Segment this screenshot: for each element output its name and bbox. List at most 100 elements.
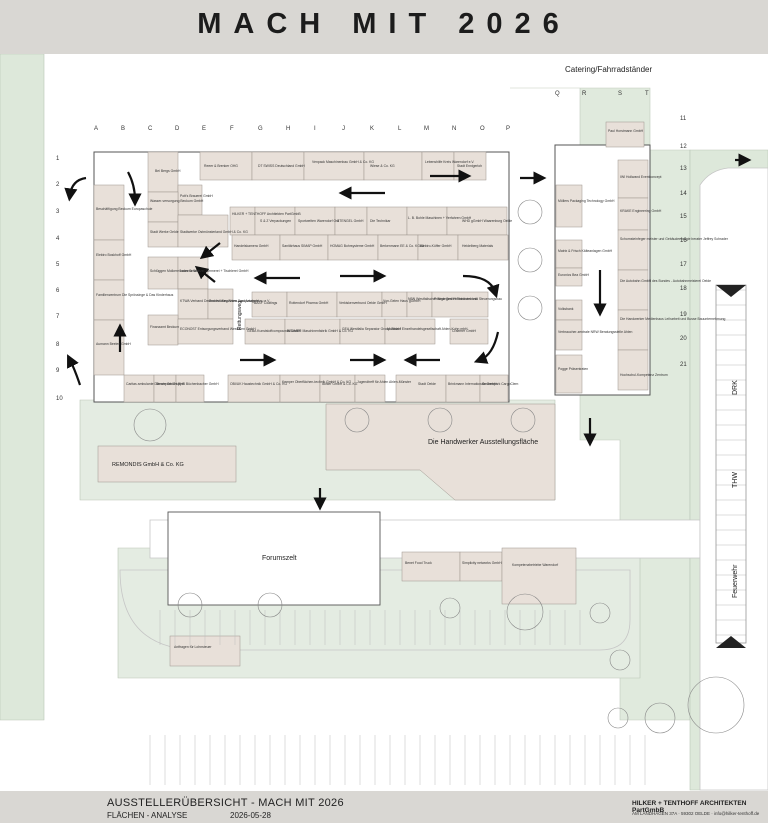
stand-label: Hochschul-Kompetenz Zentrum: [620, 373, 668, 377]
stand-label: Volksbank: [558, 307, 574, 311]
row-label: 20: [680, 336, 687, 342]
stand-label: Kemper Oberflächen-technik GmbH & Co. KG: [282, 380, 352, 384]
stand-label: GEBA Kunststoffcompounds GmbH: [247, 329, 301, 333]
stand-label: Von-Gelen Haus gGmbH: [383, 299, 421, 303]
stand-label: Möllers Packaging Technology GmbH: [558, 199, 615, 203]
lane-marker-top: [716, 285, 746, 297]
stand-label: IWI Hollwand Eventconcept: [620, 175, 662, 179]
row-label: 4: [56, 236, 60, 242]
stand-label: Beschäftigung Beckum Europaschule: [96, 207, 152, 211]
row-label: 17: [680, 262, 687, 268]
footer-subtitle: FLÄCHEN - ANALYSE: [107, 811, 188, 820]
stand-label: HILKER + TENTHOFF Architekten PartGmbB: [232, 212, 301, 216]
stand-label: Aumann Beelen GmbH: [96, 342, 131, 346]
stand-label: döhler GmbH & Co. KG: [322, 382, 358, 386]
row-label: 14: [680, 191, 687, 197]
handwerker-label: Die Handwerker Ausstellungsfläche: [428, 439, 538, 446]
grid-columns: A B C D E F G H I J K L M N O P Q R S T: [94, 91, 649, 132]
stand-label: Pogge Präsentraten: [558, 367, 588, 371]
stand-label: Stadt Werke Oelde: [150, 230, 179, 234]
stand-label: Kompetenzbetriebe Warendorf: [512, 563, 558, 567]
stand-label: Sonnenpark CargoClem: [482, 382, 519, 386]
col-label: Q: [555, 91, 560, 97]
stand-label: Verbraucher-zentrale NRW Beratungsstelle…: [558, 330, 632, 334]
col-label: J: [342, 126, 345, 132]
stand-label: Elektro-Küffer GmbH: [420, 244, 452, 248]
stand-label: Die Handwerker Medienhaus Leiharbeit und…: [620, 317, 725, 321]
col-label: B: [121, 126, 125, 132]
stand-label: Sportwelten Warendorf Ost: [298, 219, 339, 223]
stand-label: Stadt Oelde: [418, 382, 436, 386]
row-label: 3: [56, 209, 60, 215]
stand-label: Benet Food Truck: [405, 561, 432, 565]
rettungsweg-label: Rettungsweg: [237, 301, 243, 330]
col-label: L: [398, 126, 402, 132]
stand-label: Handelskamera GmbH: [234, 244, 269, 248]
row-label: 7: [56, 314, 60, 320]
stand-label: HOMAG Bohrsysteme GmbH: [330, 244, 375, 248]
stand-label: Caritas ambulante Dienste GmbH: [126, 382, 177, 386]
thw-label: THW: [732, 472, 739, 488]
stand-label: Venpack Maschinenbau GmbH & Co. KG: [312, 160, 374, 164]
row-label: 13: [680, 166, 687, 172]
stand-label: GEA Westfalia Separator Group GmbH: [342, 327, 401, 331]
stand-label: Finanzamt Beckum: [150, 325, 179, 329]
stand-label: Bei Bergs GmbH: [155, 169, 181, 173]
col-label: T: [645, 91, 649, 97]
row-label: 16: [680, 238, 687, 244]
footer-firm: HILKER + TENTHOFF ARCHITEKTEN PartGmbB: [632, 800, 747, 814]
stand-label: Simplicity networks GmbH: [462, 561, 502, 565]
stand-label: NBN Westfalischer Bindegen Verbundverbun…: [408, 297, 478, 301]
stand-label: Stadt Ennigerloh: [457, 164, 482, 168]
stand-label: Strompark Gruppe: [156, 382, 184, 386]
stand-label: Berkenmann EE & Co. KGaA: [380, 244, 425, 248]
stand-label: Heidelberg Materials: [462, 244, 493, 248]
trees: [133, 199, 745, 734]
col-label: K: [370, 126, 374, 132]
stand-label: OBI/UK Haustechnik GmbH & Co. KG: [230, 382, 287, 386]
col-label: C: [148, 126, 153, 132]
stands: [93, 121, 649, 667]
col-label: R: [582, 91, 587, 97]
col-label: N: [452, 126, 456, 132]
stand-label: Schlüggen Molkereifachs GmbH: [150, 269, 199, 273]
col-label: S: [618, 91, 622, 97]
stand-label: S & Z Verpackungen: [260, 219, 291, 223]
stand-label: Familienzentrum Die Sprössinge & Das Kin…: [96, 293, 174, 297]
row-label: 15: [680, 214, 687, 220]
row-label: 5: [56, 262, 60, 268]
col-label: G: [258, 126, 263, 132]
stand-label: KTWA Verband Deutscher Maschinen- und An…: [180, 299, 270, 303]
row-label: 1: [56, 156, 60, 162]
col-label: A: [94, 126, 98, 132]
stand-label: Schornsteinfeger meister und Gebäudeener…: [620, 237, 729, 241]
stand-label: Euronics Bea GmbH: [558, 273, 589, 277]
col-label: O: [480, 126, 485, 132]
feuerwehr-label: Feuerwehr: [732, 564, 739, 598]
remondis-label: REMONDIS GmbH & Co. KG: [112, 462, 184, 468]
row-label: 12: [680, 144, 687, 150]
drk-label: DRK: [732, 380, 739, 395]
stand-label: BEUMER Maschinenfabrik GmbH & Co. KG: [287, 329, 353, 333]
col-label: I: [314, 126, 316, 132]
stand-label: Rottendorf Pharma GmbH: [289, 301, 329, 305]
stand-label: Berufskolleg Ahlen Europaschule: [209, 299, 259, 303]
stand-label: Prange GmbH Elektrotechnik Steuerungsbau: [434, 297, 502, 301]
stand-label: Pott's Brauerei GmbH: [180, 194, 213, 198]
row-label: 18: [680, 286, 687, 292]
stand-label: Die Autobahn GmbH des Bundes - Autobahnm…: [620, 279, 711, 283]
lane-marker-bottom: [716, 636, 746, 648]
header-bar: MACH MIT 2026: [0, 0, 768, 54]
page-title: MACH MIT 2026: [197, 8, 571, 40]
stand-label: Lebenshilfe Kreis Warendorf e.V.: [425, 160, 474, 164]
grid-rows: 1 2 3 4 5 6 7 8 9 10 11 12 13 14 15 16 1…: [56, 116, 687, 402]
row-label: 9: [56, 368, 60, 374]
stand-label: STENGEL GmbH: [337, 219, 364, 223]
stand-label: L. B. Bohle Maschinen + Verfahren GmbH: [408, 216, 472, 220]
stand-label: Paul Horstmann GmbH: [608, 129, 644, 133]
stand-label: Brinkmann Internationale GmbH: [448, 382, 497, 386]
stand-label: WHD gGmbH Waarenburg Oelde: [462, 219, 512, 223]
site-plan: A B C D E F G H I J K L M N O P Q R S T …: [0, 54, 768, 791]
stand-label: DT SWISS Deutschland GmbH: [258, 164, 305, 168]
stand-labels: Bei Bergs GmbH Reeer & Brenker OHG DT SW…: [96, 129, 729, 649]
